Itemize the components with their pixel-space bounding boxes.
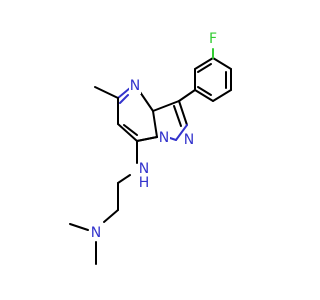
fluorophenyl-ring xyxy=(194,57,232,102)
methyl-bond xyxy=(94,86,119,99)
dimethylamine-nitrogen-label: N xyxy=(91,225,101,241)
pyrazole-nitrogen-2-label: N xyxy=(184,132,194,148)
atom-dimethylamine-nitrogen: N xyxy=(90,225,102,241)
atom-fluorine: F xyxy=(207,31,219,47)
pyrimidine-nitrogen-label: N xyxy=(130,78,140,94)
fluorine-label: F xyxy=(209,31,217,47)
n-methyl-bond-1 xyxy=(69,223,89,231)
nh-ch2-bond xyxy=(117,174,131,184)
atom-amine-nh: N H xyxy=(133,161,159,192)
atom-pyrazole-nitrogen-1: N xyxy=(158,130,170,146)
molecule-structure-diagram: F N N N N H N xyxy=(69,31,232,265)
atom-pyrimidine-nitrogen: N xyxy=(129,78,141,94)
ch2-nme2-bond xyxy=(103,209,119,223)
amine-hydrogen-label: H xyxy=(139,175,150,191)
pyrimidine-ring xyxy=(117,87,158,142)
amine-nitrogen-label: N xyxy=(139,161,149,177)
pyrazole-nitrogen-1-label: N xyxy=(159,130,169,146)
atom-pyrazole-nitrogen-2: N xyxy=(183,132,195,148)
aryl-bicycle-bond xyxy=(178,89,196,102)
